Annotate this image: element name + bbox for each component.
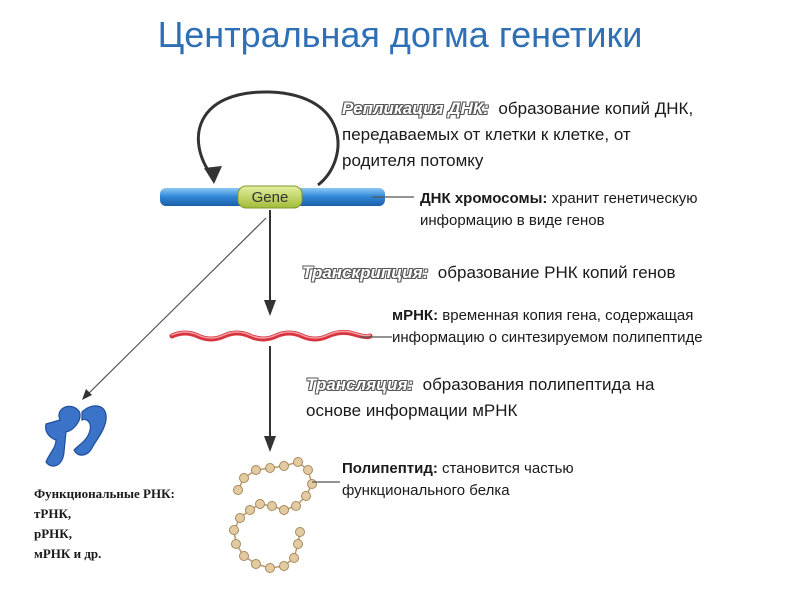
functional-rna-line3: рРНК,	[34, 526, 72, 541]
dna-description: ДНК хромосомы: хранит генетическую инфор…	[420, 188, 790, 232]
replication-line1: образование копий ДНК,	[498, 99, 694, 118]
functional-rna-arrowhead	[82, 389, 92, 400]
replication-description: Репликация ДНК: образование копий ДНК, п…	[342, 96, 782, 174]
mrna-description: мРНК: временная копия гена, содержащая и…	[392, 305, 792, 349]
translation-line2: основе информации мРНК	[306, 401, 518, 420]
gene-label: Gene	[252, 189, 289, 206]
translation-description: Трансляция: образования полипептида на о…	[306, 372, 786, 424]
polypeptide-line2: функционального белка	[342, 482, 510, 499]
dna-term: ДНК хромосомы:	[420, 190, 548, 207]
functional-rna-line1: Функциональные РНК:	[34, 486, 175, 501]
transcription-description: Транскрипция: образование РНК копий гено…	[302, 260, 782, 286]
functional-rna-shape	[45, 405, 107, 467]
replication-line3: родителя потомку	[342, 151, 484, 170]
functional-rna-description: Функциональные РНК: тРНК, рРНК, мРНК и д…	[34, 484, 224, 564]
replication-term: Репликация ДНК:	[342, 99, 489, 118]
translation-term: Трансляция:	[306, 375, 414, 394]
transcription-term: Транскрипция:	[302, 263, 429, 282]
translation-line1: образования полипептида на	[422, 375, 655, 394]
replication-line2: передаваемых от клетки к клетке, от	[342, 125, 631, 144]
dna-line1: хранит генетическую	[551, 190, 698, 207]
functional-rna-line4: мРНК и др.	[34, 546, 102, 561]
mrna-term: мРНК:	[392, 307, 439, 324]
translation-arrowhead	[264, 436, 276, 452]
mrna-line1: временная копия гена, содержащая	[442, 307, 694, 324]
polypeptide-beads	[229, 457, 317, 573]
mrna-strand-highlight	[171, 330, 371, 339]
polypeptide-description: Полипептид: становится частью функционал…	[342, 458, 742, 502]
functional-rna-arrow	[85, 217, 267, 397]
polypeptide-line1: становится частью	[442, 460, 574, 477]
transcription-text: образование РНК копий генов	[437, 263, 676, 282]
replication-loop-arrow	[197, 90, 340, 187]
page-title: Центральная догма генетики	[157, 14, 643, 55]
replication-arrowhead	[204, 166, 222, 184]
polypeptide-term: Полипептид:	[342, 460, 438, 477]
mrna-strand	[169, 329, 373, 342]
mrna-line2: информацию о синтезируемом полипептиде	[392, 329, 703, 346]
dna-line2: информацию в виде генов	[420, 212, 605, 229]
transcription-arrowhead	[264, 300, 276, 316]
functional-rna-line2: тРНК,	[34, 506, 72, 521]
gene-segment	[237, 185, 303, 209]
